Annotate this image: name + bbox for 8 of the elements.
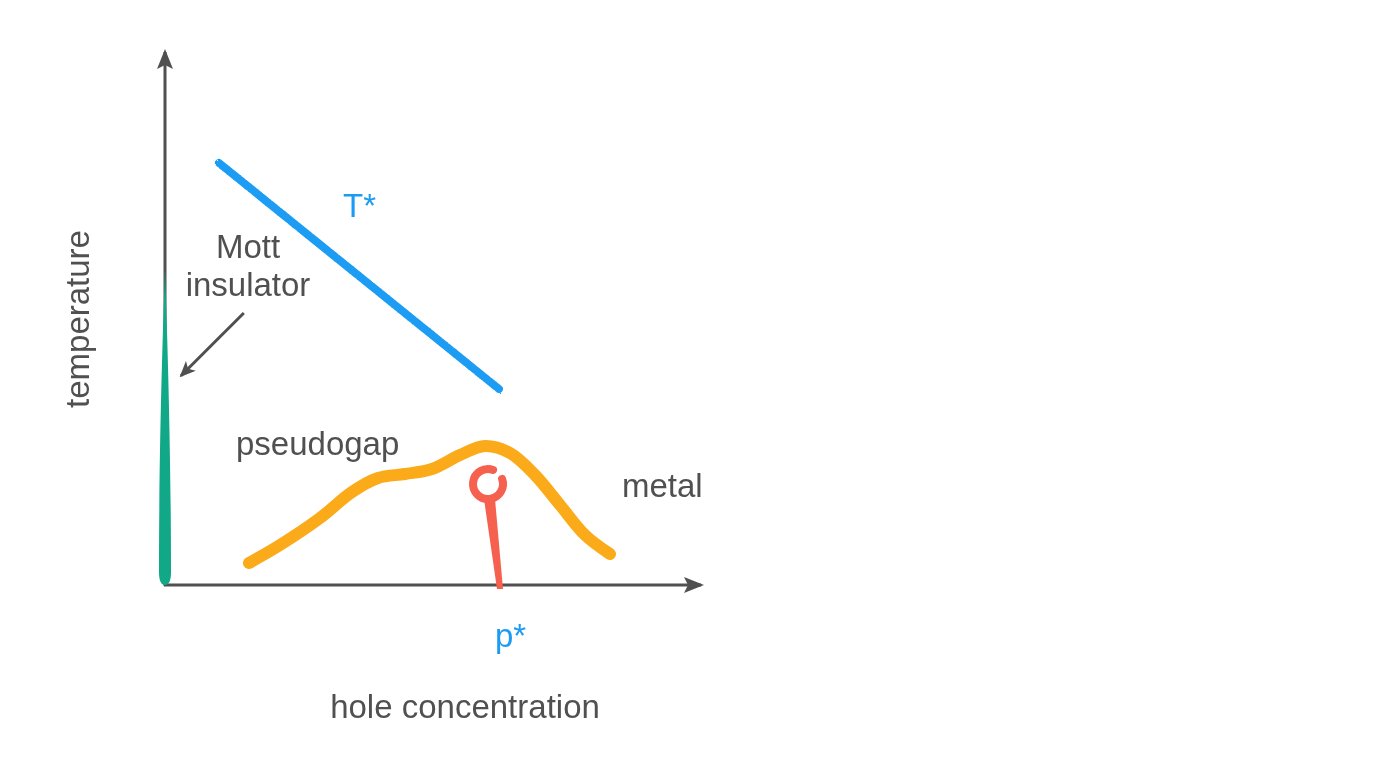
- region-label: metal: [622, 467, 703, 505]
- curve-label: T*: [343, 187, 376, 225]
- region-label: pseudogap: [236, 425, 400, 463]
- point-label: p*: [495, 617, 527, 655]
- axis-label: temperature: [59, 230, 97, 408]
- leader-arrow: [179, 311, 245, 378]
- axis-label: hole concentration: [330, 688, 600, 726]
- region-label: Mott insulator: [184, 228, 312, 304]
